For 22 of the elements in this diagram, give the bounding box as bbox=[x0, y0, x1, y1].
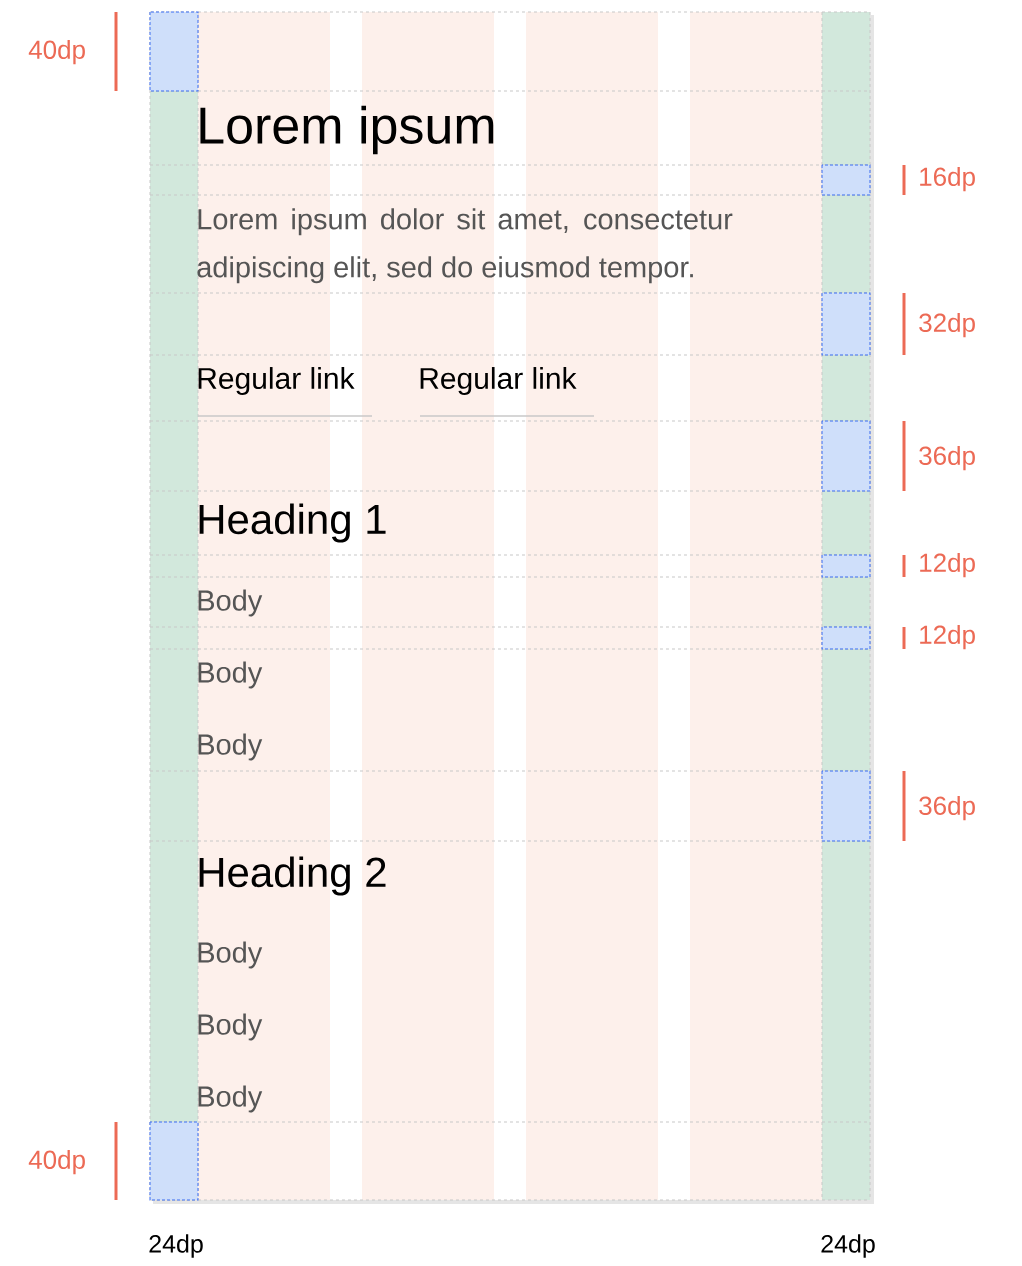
dimension-label: 12dp bbox=[920, 624, 975, 650]
dimension-label: 40dp bbox=[28, 39, 85, 65]
body-text: Body bbox=[198, 941, 263, 969]
dimension-label: 16dp bbox=[920, 166, 975, 192]
heading-text: Heading 1 bbox=[199, 503, 386, 543]
body-text: Body bbox=[198, 661, 263, 689]
dimension-label: 32dp bbox=[919, 312, 975, 338]
dimension-label: 40dp bbox=[28, 1149, 85, 1175]
body-text: Body bbox=[198, 1013, 263, 1041]
width-label: 24dp bbox=[149, 1234, 203, 1258]
dimension-label: 36dp bbox=[919, 445, 975, 471]
body-text: Body bbox=[198, 733, 263, 761]
width-label: 24dp bbox=[821, 1234, 875, 1258]
title-text: Lorem ipsum bbox=[200, 105, 494, 155]
heading-text: Heading 2 bbox=[199, 856, 386, 896]
link-text: Regular link bbox=[420, 367, 577, 395]
dimension-label: 36dp bbox=[919, 795, 975, 821]
paragraph-text: Lorem ipsum dolor sit amet, consectetur adipiscing elit, sed do eiusmod tempor. bbox=[197, 208, 733, 284]
body-text: Body bbox=[198, 1085, 263, 1113]
body-text: Body bbox=[198, 589, 263, 617]
dimension-label: 12dp bbox=[920, 552, 975, 578]
link-text: Regular link bbox=[198, 367, 355, 395]
